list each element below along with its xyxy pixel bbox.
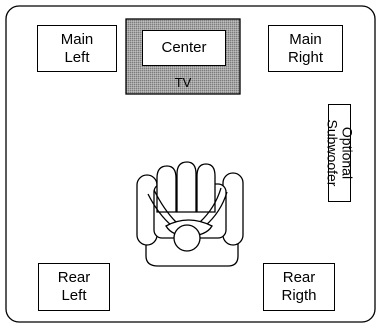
main-left-speaker: Main Left xyxy=(37,25,117,72)
subwoofer-label-line1: Optional xyxy=(339,126,356,180)
subwoofer-speaker: Optional Subwoofer xyxy=(324,104,356,202)
rear-right-speaker: Rear Rigth xyxy=(263,263,335,311)
subwoofer-label-line2: Subwoofer xyxy=(324,119,341,187)
listener-seat-icon xyxy=(136,161,244,267)
main-right-label-line1: Main xyxy=(289,30,322,48)
main-left-label-line2: Left xyxy=(64,48,90,66)
main-left-label-line1: Main xyxy=(60,30,94,48)
rear-left-label-line1: Rear xyxy=(57,269,91,286)
rear-left-label-line2: Left xyxy=(61,287,87,304)
center-speaker: Center xyxy=(142,30,226,66)
main-right-label-line2: Right xyxy=(287,48,324,66)
tv-label: TV xyxy=(174,75,192,90)
rear-left-speaker: Rear Left xyxy=(38,263,110,311)
center-label: Center xyxy=(161,39,207,56)
rear-right-label-line1: Rear xyxy=(282,269,316,286)
rear-right-label-line2: Rigth xyxy=(281,287,317,304)
main-right-speaker: Main Right xyxy=(268,25,343,72)
